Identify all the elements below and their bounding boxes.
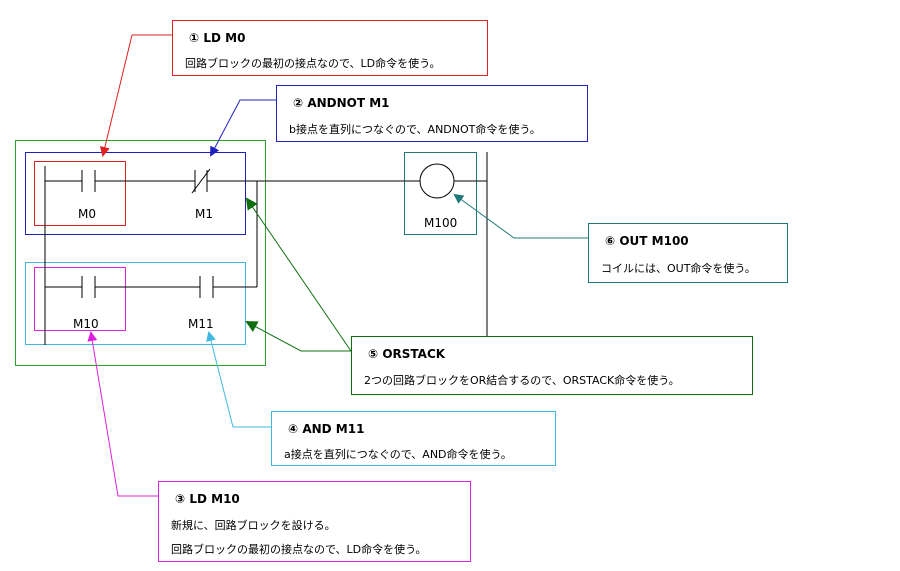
m1-nc-slash — [191, 168, 211, 194]
orstack-group-box — [15, 140, 266, 366]
m11-label: M11 — [188, 317, 214, 331]
m100-label: M100 — [424, 216, 458, 230]
callout-orstack: ⑤ ORSTACK 2つの回路ブロックをOR結合するので、ORSTACK命令を使… — [351, 336, 753, 395]
callout-and-m11-title: ④ AND M11 — [288, 422, 365, 436]
leader-c4 — [206, 331, 271, 428]
coil-box — [404, 152, 477, 235]
callout-ld-m10-title: ③ LD M10 — [175, 492, 240, 506]
callout-ld-m10-text-1: 新規に、回路ブロックを設ける。 — [171, 519, 336, 532]
m0-label: M0 — [78, 207, 96, 221]
callout-andnot-m1: ② ANDNOT M1 b接点を直列につなぐので、ANDNOT命令を使う。 — [276, 85, 588, 142]
callout-orstack-text: 2つの回路ブロックをOR結合するので、ORSTACK命令を使う。 — [364, 374, 680, 387]
callout-ld-m10-text-2: 回路ブロックの最初の接点なので、LD命令を使う。 — [171, 543, 427, 556]
callout-ld-m0-text: 回路ブロックの最初の接点なので、LD命令を使う。 — [185, 57, 441, 70]
leader-c3 — [87, 331, 158, 497]
callout-and-m11: ④ AND M11 a接点を直列につなぐので、AND命令を使う。 — [271, 411, 556, 466]
m10-label: M10 — [73, 317, 99, 331]
block2-box — [25, 262, 246, 345]
callout-ld-m0-title: ① LD M0 — [189, 31, 246, 45]
callout-ld-m0: ① LD M0 回路ブロックの最初の接点なので、LD命令を使う。 — [172, 20, 488, 76]
callout-out-m100-title: ⑥ OUT M100 — [605, 234, 689, 248]
leader-c2 — [210, 99, 276, 157]
callout-andnot-m1-title: ② ANDNOT M1 — [293, 96, 390, 110]
m100-coil — [419, 163, 455, 199]
callout-out-m100: ⑥ OUT M100 コイルには、OUT命令を使う。 — [588, 223, 788, 283]
leader-c6 — [453, 193, 588, 239]
callout-and-m11-text: a接点を直列につなぐので、AND命令を使う。 — [284, 448, 512, 461]
callout-out-m100-text: コイルには、OUT命令を使う。 — [601, 262, 756, 275]
block1-box — [25, 152, 246, 235]
callout-andnot-m1-text: b接点を直列につなぐので、ANDNOT命令を使う。 — [289, 123, 541, 136]
leader-c5-upper — [245, 197, 352, 352]
m10-highlight-box — [34, 267, 126, 331]
m0-highlight-box — [34, 161, 126, 226]
leader-c1 — [100, 34, 172, 157]
m1-label: M1 — [195, 207, 213, 221]
callout-ld-m10: ③ LD M10 新規に、回路ブロックを設ける。 回路ブロックの最初の接点なので… — [158, 481, 471, 562]
callout-orstack-title: ⑤ ORSTACK — [368, 347, 446, 361]
leader-c5-lower — [245, 321, 351, 352]
